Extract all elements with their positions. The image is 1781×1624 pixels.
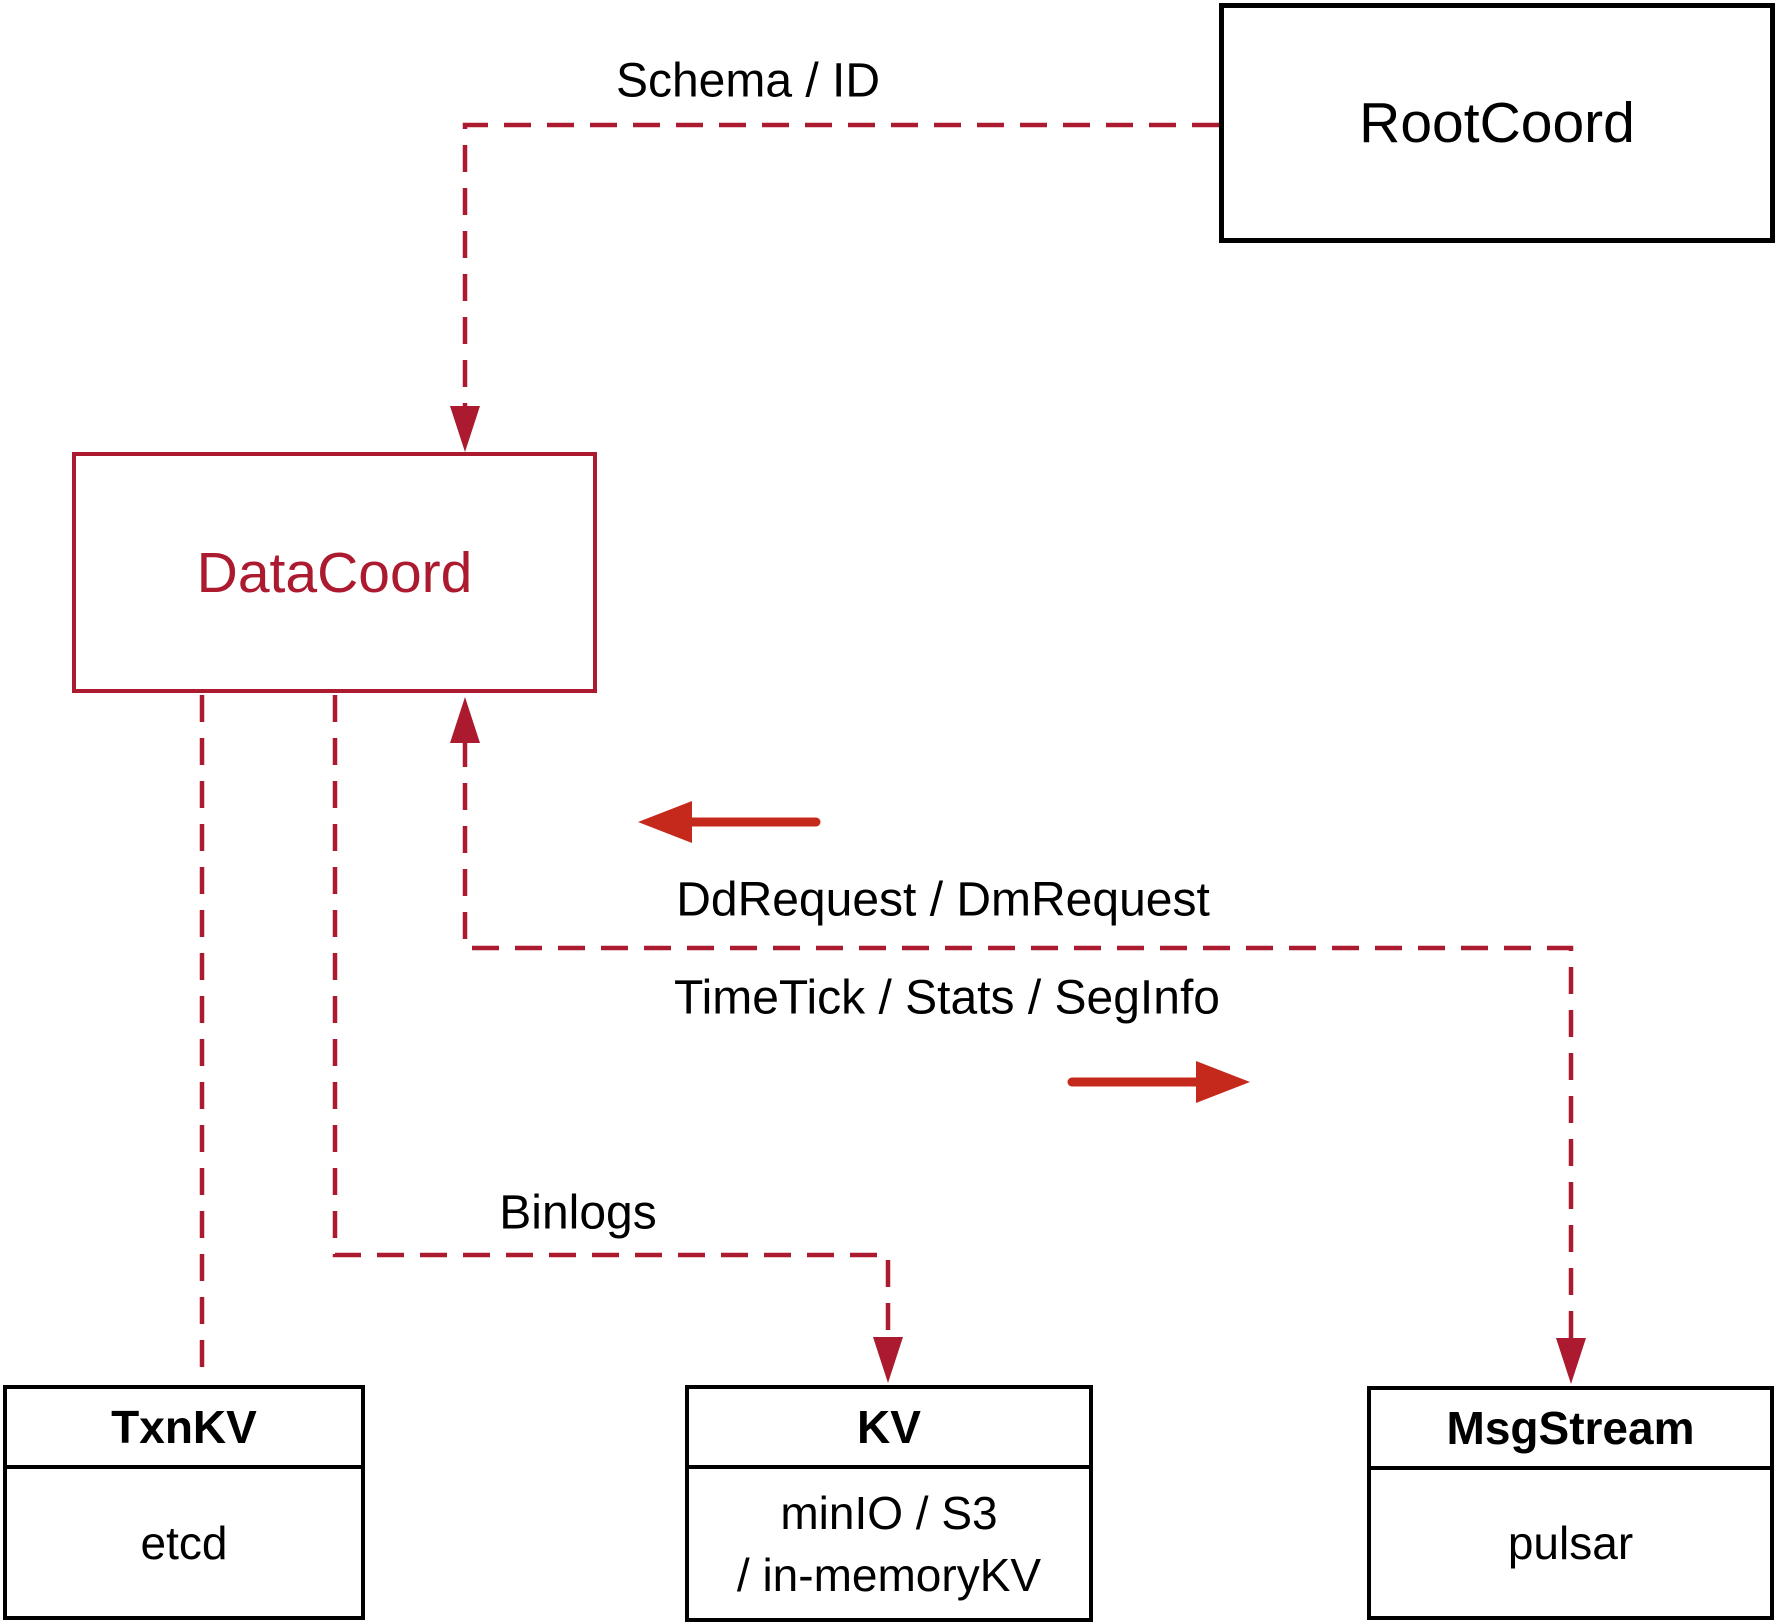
node-datacoord: DataCoord — [72, 452, 597, 693]
msgstream-title: MsgStream — [1371, 1390, 1770, 1470]
ddrequest-up-arrowhead-icon — [450, 697, 480, 743]
binlogs-label: Binlogs — [499, 1186, 657, 1240]
txnkv-body: etcd — [7, 1469, 361, 1616]
schema-id-arrowhead-icon — [450, 406, 480, 452]
kv-title: KV — [689, 1389, 1089, 1469]
kv-body: minIO / S3 / in-memoryKV — [689, 1469, 1089, 1618]
datacoord-label: DataCoord — [196, 540, 473, 605]
binlogs-arrowhead-icon — [873, 1337, 903, 1383]
txnkv-title: TxnKV — [7, 1389, 361, 1469]
flow-left-arrow-icon — [638, 801, 821, 843]
node-kv: KV minIO / S3 / in-memoryKV — [685, 1385, 1093, 1622]
msgstream-body-line: pulsar — [1507, 1517, 1634, 1569]
ddrequest-label: DdRequest / DmRequest — [676, 873, 1210, 927]
node-msgstream: MsgStream pulsar — [1367, 1386, 1774, 1620]
schema-id-label: Schema / ID — [615, 54, 881, 108]
txnkv-body-line: etcd — [140, 1516, 228, 1569]
flow-right-arrow-icon — [1067, 1061, 1250, 1103]
msgstream-arrowhead-icon — [1556, 1338, 1586, 1384]
kv-body-line: / in-memoryKV — [736, 1548, 1042, 1601]
kv-body-line: minIO / S3 — [780, 1486, 998, 1539]
timetick-label: TimeTick / Stats / SegInfo — [674, 971, 1220, 1025]
msgstream-body: pulsar — [1371, 1470, 1770, 1616]
node-rootcoord: RootCoord — [1219, 3, 1775, 243]
rootcoord-label: RootCoord — [1359, 91, 1635, 155]
node-txnkv: TxnKV etcd — [3, 1385, 365, 1620]
ddrequest-msgstream-connector — [462, 740, 1574, 1338]
schema-id-connector — [462, 122, 1219, 406]
